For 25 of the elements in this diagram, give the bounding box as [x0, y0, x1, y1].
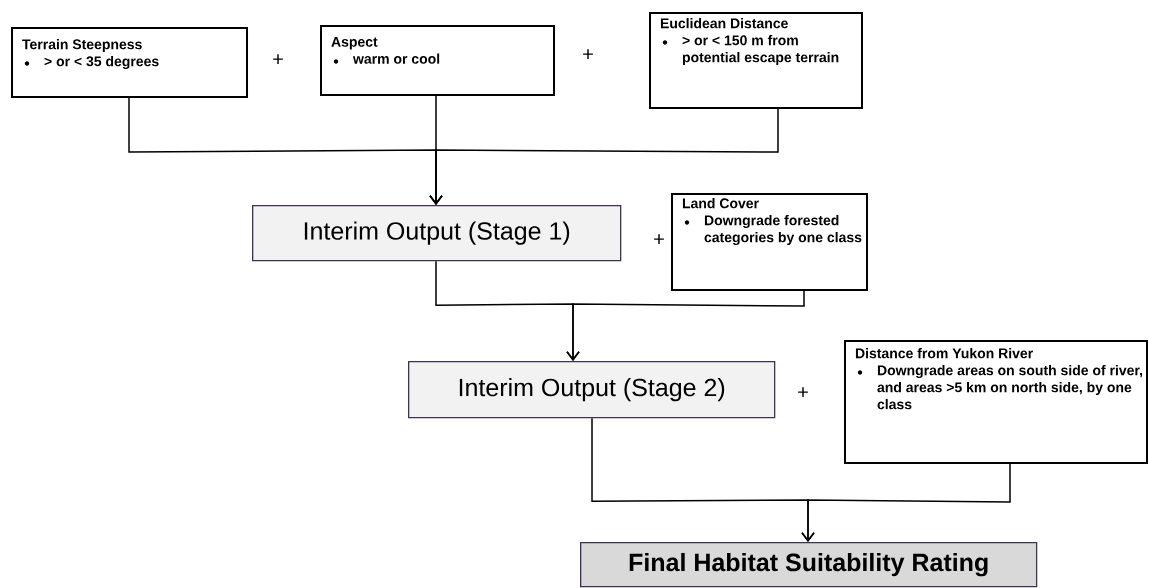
input-box	[11, 27, 248, 98]
bullet-text: > or < 150 m from potential escape terrain	[682, 35, 839, 66]
bullet-text: Downgrade areas on south side of river, and areas >5 km on north side, by one class	[877, 365, 1143, 410]
plus-sign: +	[273, 54, 283, 64]
connector-arrow	[429, 108, 779, 205]
bullet-text: Downgrade forested categories by one class	[704, 215, 862, 246]
output-box: Interim Output (Stage 2)	[408, 361, 776, 419]
connector-arrow	[801, 463, 1011, 542]
input-box	[671, 193, 868, 291]
input-box	[844, 340, 1148, 464]
box-heading: Land Cover	[682, 198, 759, 209]
box-heading: Distance from Yukon River	[855, 348, 1033, 359]
bullet-text: > or < 35 degrees	[44, 56, 159, 70]
input-box	[320, 25, 555, 96]
output-box: Final Habitat Suitability Rating	[580, 542, 1038, 588]
plus-sign: +	[798, 387, 808, 397]
box-heading: Euclidean Distance	[660, 18, 788, 29]
box-heading: Aspect	[331, 37, 378, 50]
plus-sign: +	[583, 49, 593, 59]
bullet-text: warm or cool	[352, 53, 440, 64]
box-heading: Terrain Steepness	[22, 39, 142, 53]
output-box: Interim Output (Stage 1)	[252, 205, 622, 262]
input-box	[649, 12, 863, 109]
connector-arrow	[566, 290, 805, 361]
plus-sign: +	[654, 234, 664, 244]
